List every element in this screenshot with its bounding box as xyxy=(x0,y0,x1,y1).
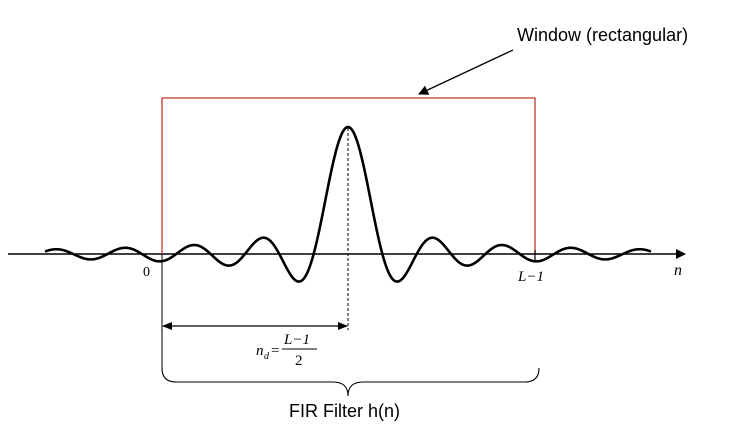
impulse-response-curve xyxy=(44,125,652,283)
delay-equals: = xyxy=(271,343,279,359)
filter-brace xyxy=(161,367,540,397)
delay-numerator: L−1 xyxy=(283,332,310,348)
axis-label: n xyxy=(674,262,682,279)
origin-label: 0 xyxy=(143,265,150,280)
end-sample-label: L−1 xyxy=(517,269,544,285)
delay-variable: n xyxy=(256,343,264,359)
window-label: Window (rectangular) xyxy=(517,25,688,45)
window-pointer-arrow xyxy=(418,49,514,95)
delay-variable-subscript: d xyxy=(264,351,270,362)
rectangular-window xyxy=(161,97,536,254)
delay-denominator: 2 xyxy=(295,353,303,369)
filter-label: FIR Filter h(n) xyxy=(289,401,400,421)
